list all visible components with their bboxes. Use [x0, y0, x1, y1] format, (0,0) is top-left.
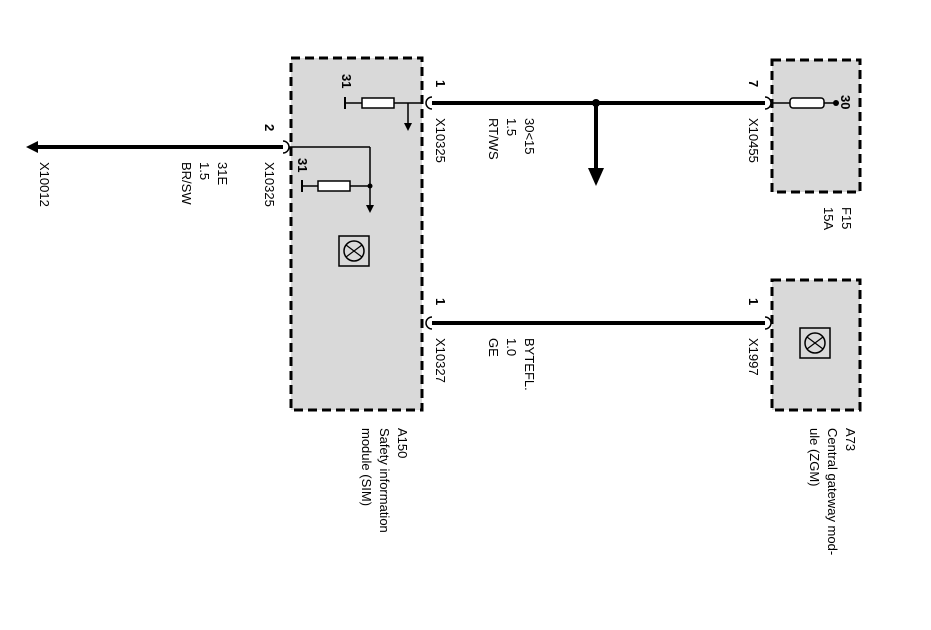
fuse-rating: 15A — [821, 207, 836, 230]
bus-connector-left: X10327 — [433, 338, 448, 383]
ground-wire-size: 1.5 — [197, 162, 212, 180]
bus-pin-left: 1 — [433, 298, 448, 305]
power-wire-size: 1.5 — [504, 118, 519, 136]
ground-wire-pin: 2 — [262, 124, 277, 131]
fuse-terminal-label: 30 — [838, 95, 853, 109]
bus-wire-size: 1.0 — [504, 338, 519, 356]
ground-connector-label: X10012 — [37, 162, 52, 207]
internal-ground-2-label: 31 — [295, 158, 310, 172]
resistor-1-icon — [361, 97, 395, 109]
connector-x10325-pin1-icon — [425, 96, 433, 110]
fuse-box[interactable] — [770, 58, 862, 194]
ground-wire-color: BR/SW — [179, 162, 194, 205]
connector-x10327-icon — [425, 316, 433, 330]
sim-name-line2: module (SIM) — [359, 428, 374, 506]
terminal-dot-icon — [833, 100, 839, 106]
power-wire-color: RT/WS — [486, 118, 501, 160]
resistor-2-icon — [317, 180, 351, 192]
internal-arrow-icon — [404, 123, 412, 131]
control-unit-icon — [338, 235, 370, 267]
sim-id: A150 — [395, 428, 410, 458]
ground-wire-connector: X10325 — [262, 162, 277, 207]
ground-end-arrow-icon — [26, 141, 38, 153]
internal-arrow-2-icon — [366, 205, 374, 213]
ground-wire-circuit: 31E — [215, 162, 230, 185]
fuse-id: F15 — [839, 207, 854, 229]
connector-x10455-icon — [764, 96, 772, 110]
connector-x1997-icon — [764, 316, 772, 330]
zgm-id: A73 — [843, 428, 858, 451]
gateway-unit-icon — [799, 327, 831, 359]
continuation-arrow-icon — [588, 168, 604, 186]
bus-wire-circuit: BYTEFL. — [522, 338, 537, 391]
bus-pin-right: 1 — [746, 298, 761, 305]
zgm-name-line2: ule (ZGM) — [807, 428, 822, 487]
internal-ground-1-label: 31 — [339, 74, 354, 88]
bus-connector-right: X1997 — [746, 338, 761, 376]
zgm-name-line1: Central gateway mod- — [825, 428, 840, 555]
power-pin-left: 1 — [433, 80, 448, 87]
sim-module-box[interactable] — [289, 56, 424, 412]
power-wire-circuit: 30<15 — [522, 118, 537, 155]
sim-name-line1: Safety information — [377, 428, 392, 533]
connector-x10325-pin2-icon — [282, 140, 290, 154]
power-connector-left: X10325 — [433, 118, 448, 163]
zgm-module-box[interactable] — [770, 278, 862, 412]
fuse-icon — [789, 97, 825, 109]
bus-wire-color: GE — [486, 338, 501, 357]
power-pin-right: 7 — [746, 80, 761, 87]
power-connector-right: X10455 — [746, 118, 761, 163]
